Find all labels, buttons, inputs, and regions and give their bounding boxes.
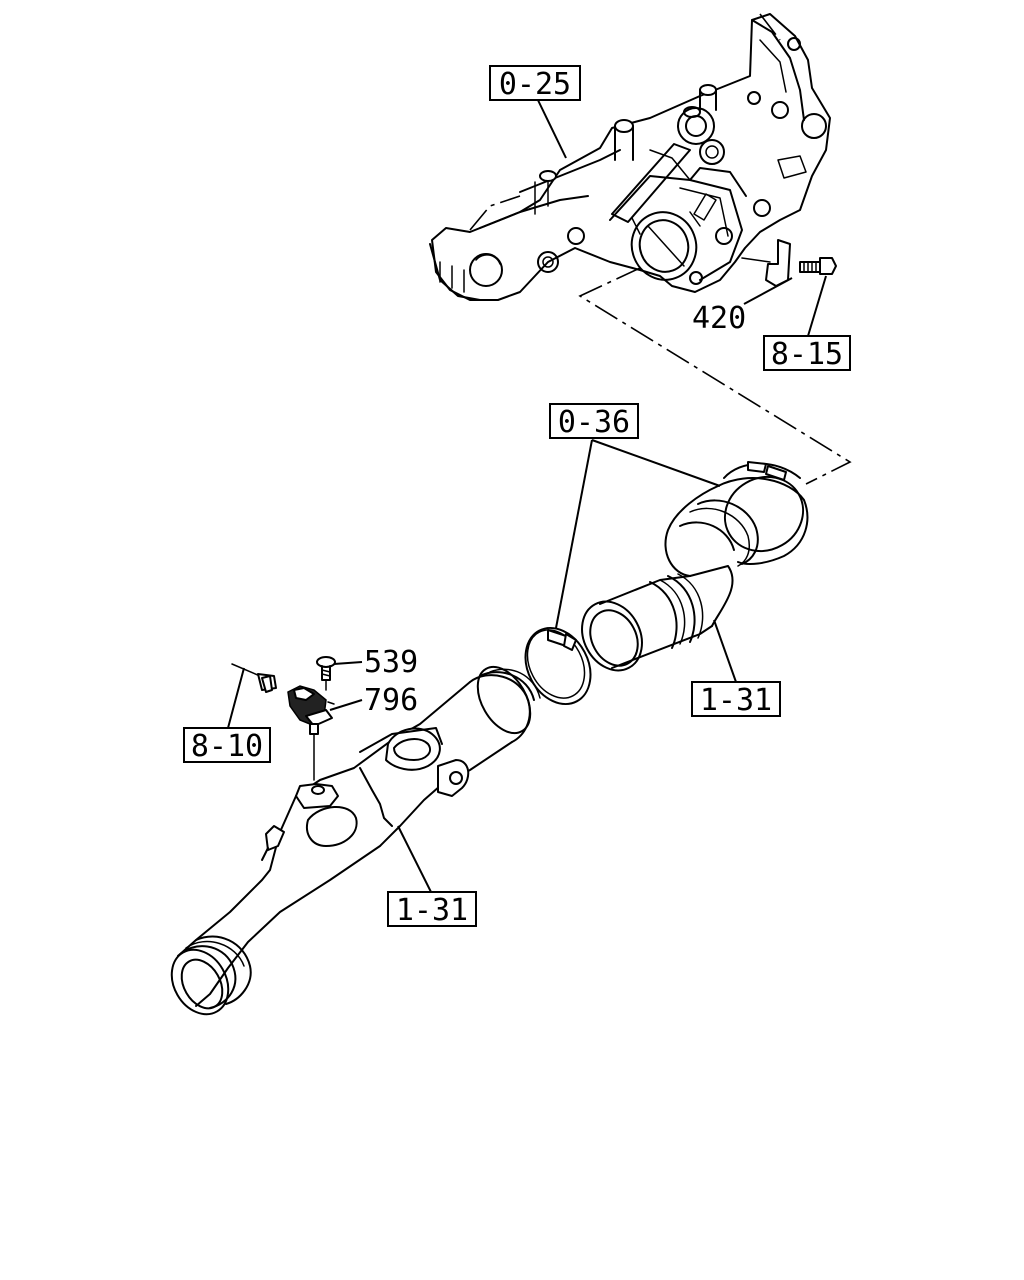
intake-manifold-assembly	[429, 13, 831, 301]
intake-hose	[581, 461, 809, 672]
boost-sensor	[287, 685, 335, 781]
callout-bolt: 8-15	[763, 335, 851, 372]
callout-screw: 539	[364, 645, 418, 680]
callout-clamp-text: 0-36	[558, 405, 630, 440]
alignment-line-manifold	[578, 267, 852, 485]
intake-pipe	[170, 665, 541, 1016]
callout-hose-text: 1-31	[700, 683, 772, 718]
callout-bolt-text: 8-15	[771, 337, 843, 372]
callout-pipe-text: 1-31	[396, 893, 468, 928]
callout-bracket: 420	[692, 301, 746, 336]
callout-hose: 1-31	[691, 681, 781, 718]
callout-manifold: 0-25	[489, 65, 581, 102]
mounting-bracket	[741, 239, 791, 287]
part-number-539: 539	[364, 645, 418, 680]
callout-manifold-text: 0-25	[499, 67, 571, 102]
part-number-420: 420	[692, 301, 746, 336]
callout-sensor: 796	[364, 683, 418, 718]
part-number-796: 796	[364, 683, 418, 718]
callout-harness-text: 8-10	[191, 729, 263, 764]
callout-clamp: 0-36	[549, 403, 639, 440]
flange-bolt	[799, 257, 837, 275]
sensor-screw	[316, 656, 336, 691]
leader-lines	[227, 95, 827, 895]
callout-pipe: 1-31	[387, 891, 477, 928]
hose-clamp	[524, 626, 592, 706]
callout-harness: 8-10	[183, 727, 271, 764]
wire-harness-connector	[231, 663, 277, 693]
